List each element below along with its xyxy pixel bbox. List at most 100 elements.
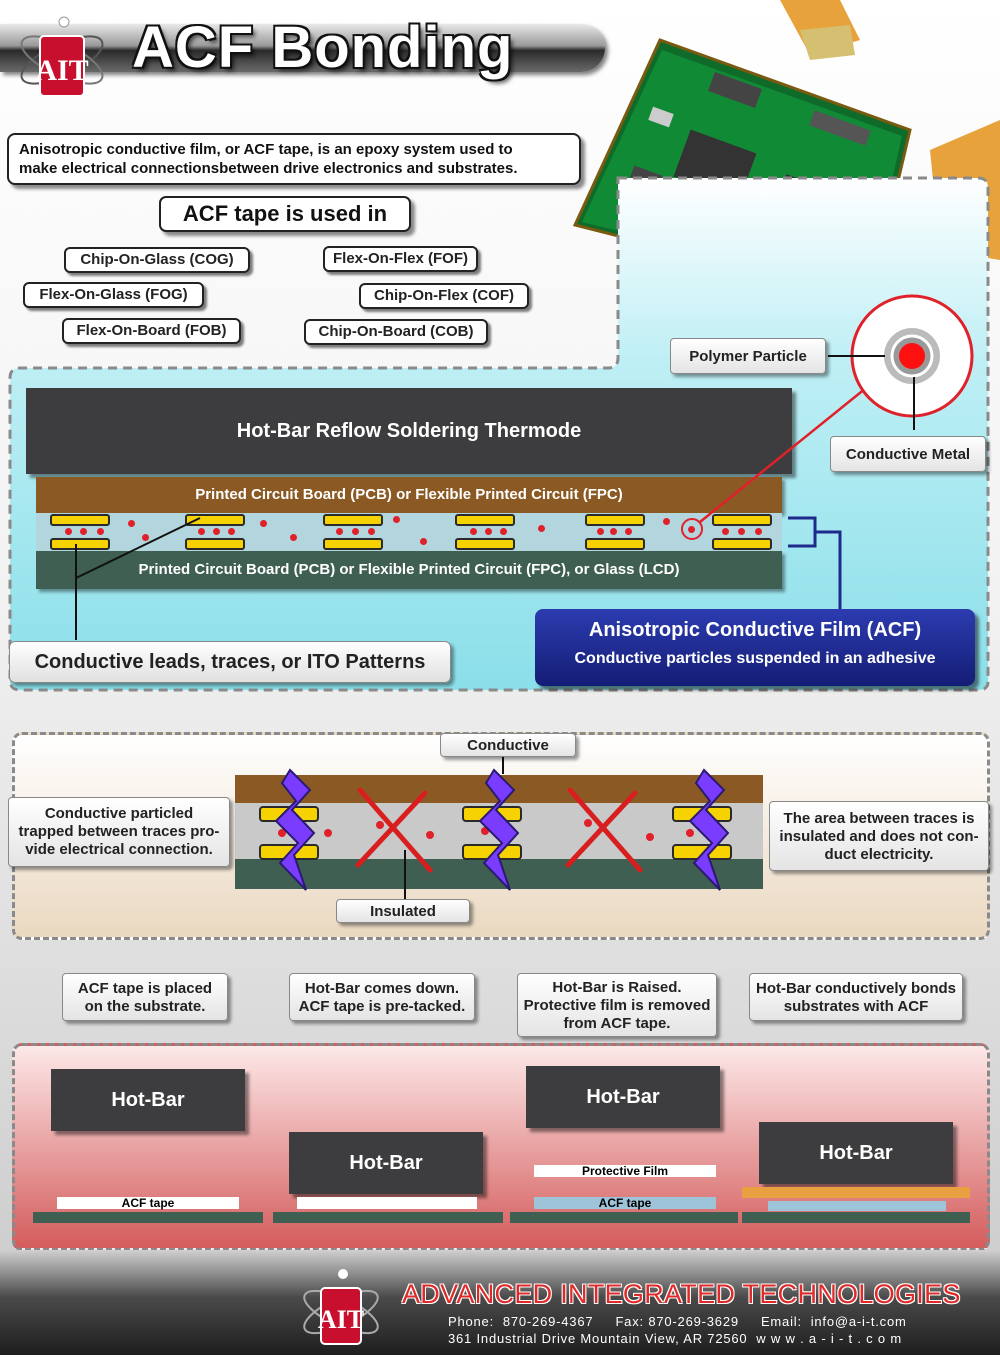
lead-top-2 xyxy=(185,514,245,526)
conductive-note-line-1: Conductive particled xyxy=(44,805,194,822)
particle xyxy=(738,528,745,535)
lead-top-5 xyxy=(585,514,645,526)
particle xyxy=(755,528,762,535)
step3-protective-film: Protective Film xyxy=(534,1165,716,1177)
use-item-fog: Flex-On-Glass (FOG) xyxy=(23,282,204,308)
use-item-fof: Flex-On-Flex (FOF) xyxy=(323,246,478,272)
polymer-particle-label: Polymer Particle xyxy=(670,338,826,374)
particle xyxy=(663,518,670,525)
step-caption-2: Hot-Bar comes down. ACF tape is pre-tack… xyxy=(289,973,475,1021)
step-caption-3: Hot-Bar is Raised. Protective film is re… xyxy=(517,973,717,1037)
contact-line-1: Phone: 870-269-4367 Fax: 870-269-3629 Em… xyxy=(448,1314,907,1329)
step-caption-1: ACF tape is placed on the substrate. xyxy=(62,973,228,1021)
step3-acf-tape: ACF tape xyxy=(534,1197,716,1209)
step1-substrate xyxy=(33,1212,263,1223)
particle xyxy=(393,516,400,523)
particle xyxy=(500,528,507,535)
use-item-fob: Flex-On-Board (FOB) xyxy=(62,318,241,344)
step3-line-2: Protective film is removed xyxy=(523,997,711,1014)
conductive-metal-label: Conductive Metal xyxy=(830,436,986,472)
particle xyxy=(142,534,149,541)
lead-bottom-4 xyxy=(455,538,515,550)
leads-label: Conductive leads, traces, or ITO Pattern… xyxy=(9,641,451,683)
acf-layer xyxy=(36,513,782,551)
particle xyxy=(368,528,375,535)
step4-substrate xyxy=(742,1212,970,1223)
step4-acf-layer xyxy=(768,1201,946,1211)
use-item-cob: Chip-On-Board (COB) xyxy=(304,319,488,345)
step-caption-4: Hot-Bar conductively bonds substrates wi… xyxy=(749,973,963,1021)
logo-text: AIT xyxy=(35,54,88,87)
particle xyxy=(198,528,205,535)
particle xyxy=(80,528,87,535)
particle xyxy=(97,528,104,535)
thermode: Hot-Bar Reflow Soldering Thermode xyxy=(26,388,792,474)
particle xyxy=(610,528,617,535)
particle xyxy=(336,528,343,535)
particle xyxy=(228,528,235,535)
particle xyxy=(625,528,632,535)
step2-line-2: ACF tape is pre-tacked. xyxy=(298,998,466,1015)
step2-acf-tape xyxy=(297,1197,477,1209)
conduction-diagram xyxy=(230,755,770,905)
step1-hotbar: Hot-Bar xyxy=(51,1069,245,1131)
particle xyxy=(722,528,729,535)
acf-callout-subtitle: Conductive particles suspended in an adh… xyxy=(574,650,936,667)
uses-heading: ACF tape is used in xyxy=(159,196,411,232)
particle xyxy=(290,534,297,541)
step4-top-board xyxy=(742,1187,970,1198)
conductive-note: Conductive particled trapped between tra… xyxy=(8,797,230,867)
insulated-label: Insulated xyxy=(336,899,470,923)
intro-line-1: Anisotropic conductive film, or ACF tape… xyxy=(19,141,513,158)
insulated-note-line-3: duct electricity. xyxy=(824,846,934,863)
acf-callout-title: Anisotropic Conductive Film (ACF) xyxy=(588,619,922,641)
conductive-note-line-2: trapped between traces pro- xyxy=(18,823,220,840)
insulated-note: The area between traces is insulated and… xyxy=(769,801,989,871)
intro-line-2: make electrical connectionsbetween drive… xyxy=(19,160,518,177)
insulated-note-line-2: insulated and does not con- xyxy=(779,828,979,845)
insulated-pointer xyxy=(404,850,406,900)
use-item-cof: Chip-On-Flex (COF) xyxy=(359,283,529,309)
particle xyxy=(420,538,427,545)
step4-line-1: Hot-Bar conductively bonds xyxy=(755,980,957,997)
use-item-cog: Chip-On-Glass (COG) xyxy=(64,247,250,273)
particle xyxy=(597,528,604,535)
intro-box: Anisotropic conductive film, or ACF tape… xyxy=(7,133,581,185)
particle xyxy=(352,528,359,535)
step2-substrate xyxy=(273,1212,503,1223)
page-title: ACF Bonding xyxy=(132,15,514,80)
step2-line-1: Hot-Bar comes down. xyxy=(304,980,460,997)
lead-top-4 xyxy=(455,514,515,526)
lead-bottom-6 xyxy=(712,538,772,550)
particle xyxy=(470,528,477,535)
particle xyxy=(260,520,267,527)
acf-callout-panel: Anisotropic Conductive Film (ACF) Conduc… xyxy=(535,609,975,686)
step4-line-2: substrates with ACF xyxy=(783,998,929,1015)
step3-line-1: Hot-Bar is Raised. xyxy=(552,979,682,996)
ait-logo: AIT xyxy=(12,8,112,104)
lead-top-1 xyxy=(50,514,110,526)
lead-bottom-5 xyxy=(585,538,645,550)
footer-band xyxy=(0,1250,1000,1355)
footer-logo: AIT xyxy=(296,1262,386,1352)
particle xyxy=(485,528,492,535)
lead-top-3 xyxy=(323,514,383,526)
lead-bottom-3 xyxy=(323,538,383,550)
particle xyxy=(213,528,220,535)
conductive-label: Conductive xyxy=(440,733,576,757)
step4-hotbar: Hot-Bar xyxy=(759,1122,953,1184)
lead-bottom-1 xyxy=(50,538,110,550)
step3-substrate xyxy=(510,1212,738,1223)
insulated-note-line-1: The area between traces is xyxy=(783,810,975,827)
bottom-board: Printed Circuit Board (PCB) or Flexible … xyxy=(36,551,782,589)
top-board: Printed Circuit Board (PCB) or Flexible … xyxy=(36,477,782,513)
step1-acf-tape: ACF tape xyxy=(57,1197,239,1209)
conductive-pointer xyxy=(502,752,504,774)
particle xyxy=(128,520,135,527)
lead-bottom-2 xyxy=(185,538,245,550)
step2-hotbar: Hot-Bar xyxy=(289,1132,483,1194)
particle xyxy=(688,526,695,533)
particle xyxy=(538,525,545,532)
step1-line-1: ACF tape is placed xyxy=(77,980,213,997)
company-name: ADVANCED INTEGRATED TECHNOLOGIES xyxy=(402,1279,961,1309)
